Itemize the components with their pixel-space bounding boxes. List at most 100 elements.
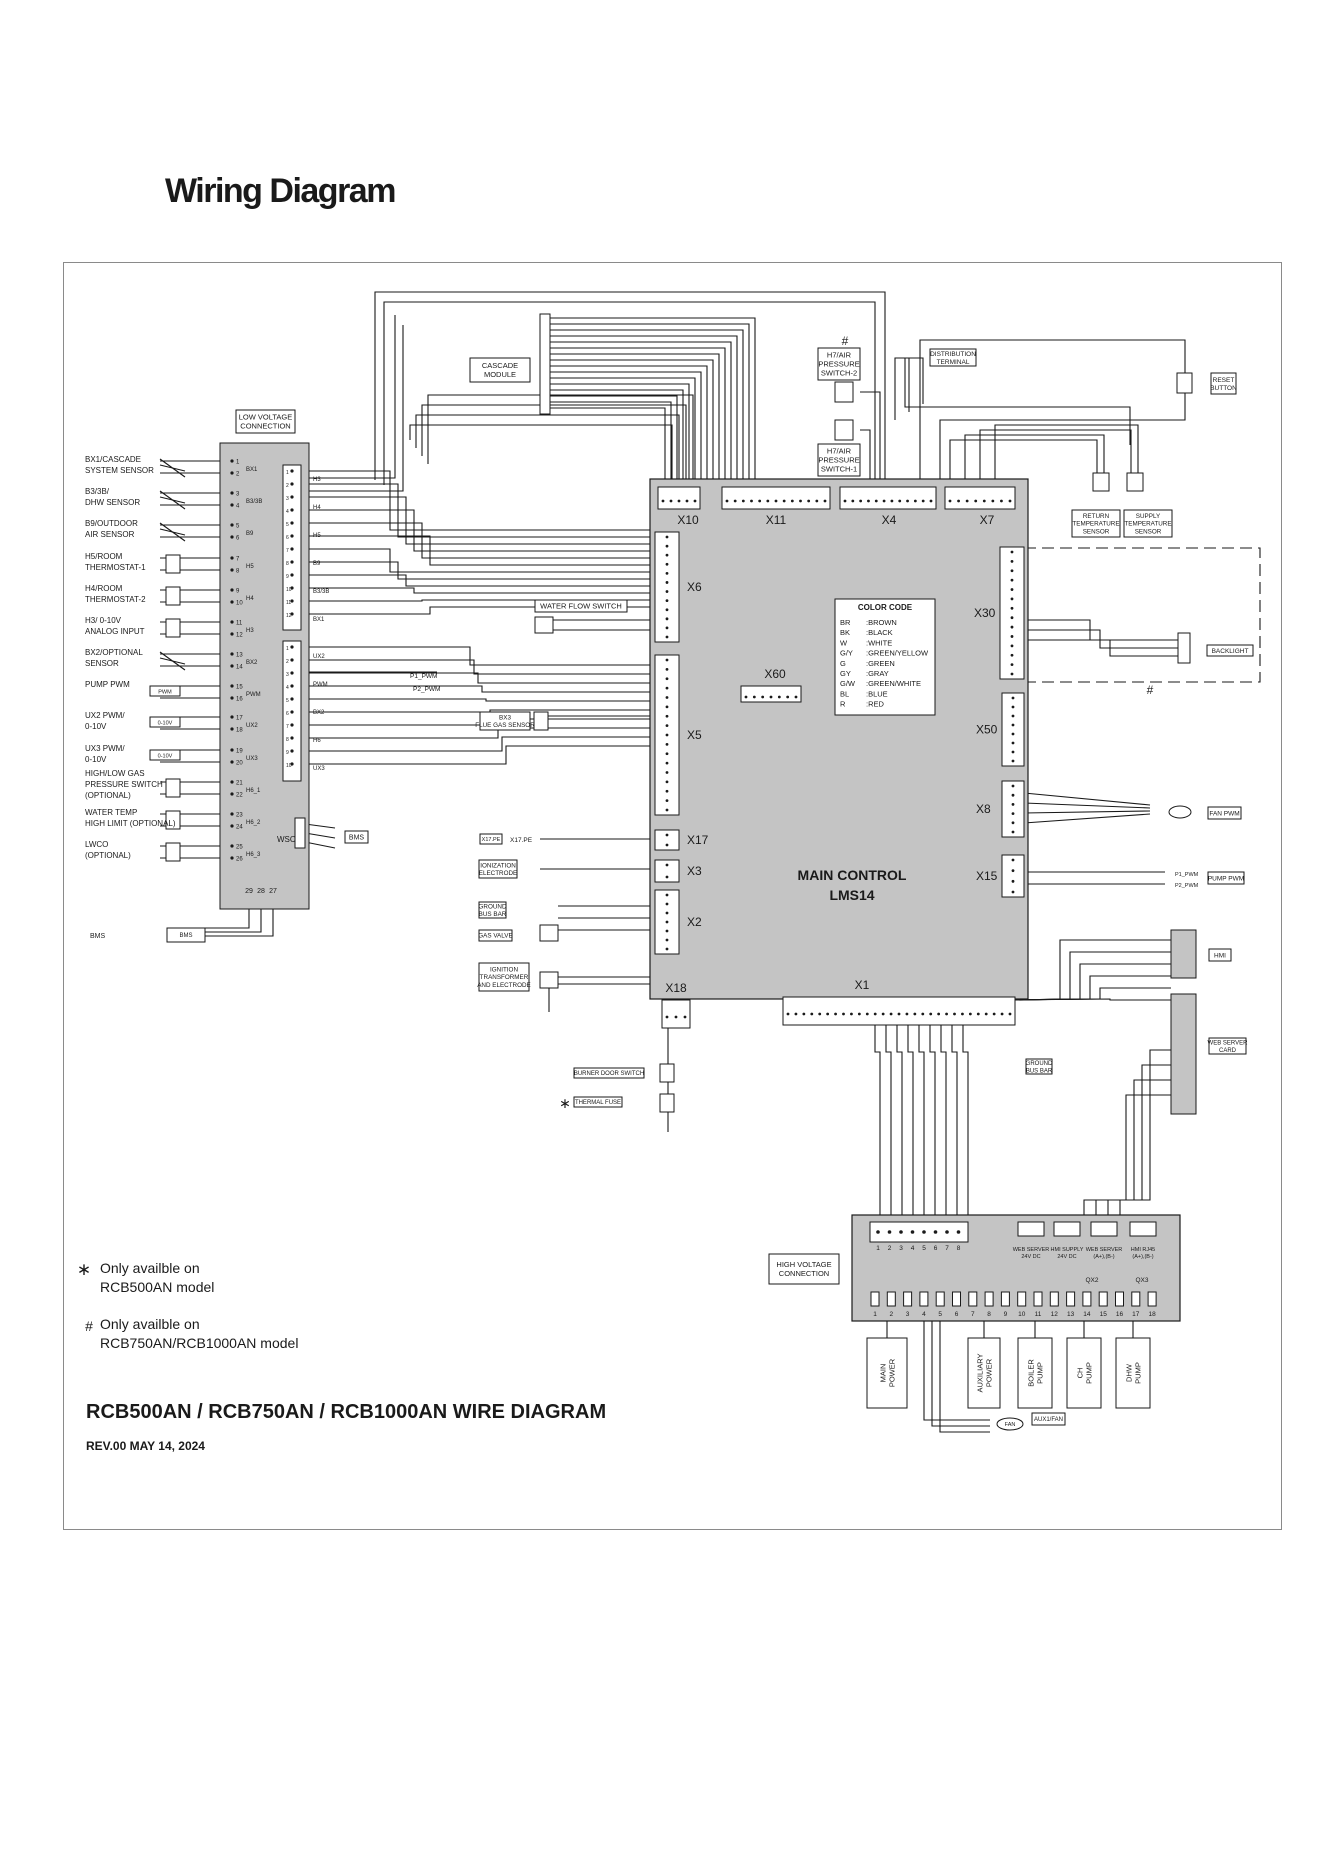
terminal-dot: [956, 1230, 961, 1234]
connector-pin: [725, 499, 729, 503]
cascade-wire: [550, 341, 732, 487]
distribution-terminal-text: DISTRIBUTION: [930, 351, 976, 358]
fan-wire: [931, 1306, 990, 1427]
terminal-dot: [290, 534, 294, 538]
connector-block-label: B3/3B: [313, 589, 329, 595]
hv-top-label: HMI SUPPLY: [1051, 1247, 1084, 1253]
terminal-strip-label: B3/3B: [246, 499, 262, 505]
terminal-number: 11: [236, 621, 243, 627]
connector-pin: [693, 499, 697, 503]
h7-switch-1-text: H7/AIR: [827, 447, 852, 456]
hv-bottom-number: 3: [906, 1311, 910, 1318]
color-code-value: :GREEN: [866, 659, 895, 668]
cascade-wire: [550, 335, 738, 487]
thermostat-symbol: [165, 554, 181, 574]
connector-block-label: BX1: [313, 617, 325, 623]
terminal-strip-label: H3: [246, 628, 254, 634]
color-code-table: [834, 598, 936, 716]
return-sensor-box: [1071, 509, 1121, 538]
terminal-number: 20: [236, 761, 243, 767]
high-voltage-header-text: CONNECTION: [779, 1269, 829, 1278]
color-code-key: R: [840, 700, 846, 709]
connector-pin-number: 2: [286, 659, 289, 665]
cascade-wire: [550, 395, 678, 487]
connector-pin: [857, 1012, 861, 1016]
star-marker: ∗: [559, 1095, 571, 1111]
x1-wire: [896, 1025, 903, 1220]
p2-pwm-label: P2_PWM: [413, 686, 440, 693]
cascade-module-box-text: MODULE: [484, 370, 516, 379]
x10-wire: [409, 424, 673, 487]
connector-pin: [665, 553, 669, 557]
distribution-terminal: [929, 348, 977, 367]
hv-top-label: (A+),(B-): [1132, 1254, 1153, 1260]
terminal-dot: [290, 560, 294, 564]
connector-pin: [741, 499, 745, 503]
sensor-label: LWCO: [85, 840, 108, 849]
distribution-terminal-text: TERMINAL: [937, 359, 970, 366]
qx2-label: QX2: [1085, 1277, 1098, 1284]
sensor-label: HIGH LIMIT (OPTIONAL): [85, 819, 176, 828]
hv-output-box: [1017, 1337, 1053, 1409]
sensor-label: SYSTEM SENSOR: [85, 466, 154, 475]
h7-switch-2-text: H7/AIR: [827, 351, 852, 360]
connector-pin: [665, 535, 669, 539]
connector-pin: [669, 499, 673, 503]
hash-note-line2: RCB750AN/RCB1000AN model: [100, 1335, 298, 1351]
connector-pin-number: 7: [286, 724, 289, 730]
connector-pin: [665, 938, 669, 942]
terminal-dot: [230, 556, 234, 560]
terminal-number: 18: [236, 728, 243, 734]
color-code-key: G: [840, 659, 846, 668]
bms-wire: [304, 823, 336, 829]
connector-label: X10: [677, 513, 699, 527]
connector-pin: [761, 695, 765, 699]
connector-pin: [677, 499, 681, 503]
connector-pin-number: 4: [286, 685, 289, 691]
connector-pin: [905, 1012, 909, 1016]
connector-pin: [769, 695, 773, 699]
terminal-strip-label: PWM: [246, 692, 261, 698]
connector-pin: [1010, 597, 1014, 601]
connector-pin: [1010, 616, 1014, 620]
hv-top-label: (A+),(B-): [1093, 1254, 1114, 1260]
hv-top-plug: [1090, 1221, 1118, 1237]
connector-pin: [733, 499, 737, 503]
h7-switch-2-symbol: [834, 381, 854, 403]
sensor-label: ANALOG INPUT: [85, 627, 145, 636]
connector-x18: [661, 999, 691, 1029]
connector-pin: [1010, 635, 1014, 638]
sensor-label: AIR SENSOR: [85, 530, 135, 539]
connector-pin-number: 6: [286, 535, 289, 541]
star-note-line1: Only availble on: [100, 1260, 200, 1276]
connector-pin: [945, 1012, 948, 1016]
connector-pin: [961, 1012, 964, 1016]
cascade-wire: [550, 401, 672, 487]
web-server-wire: [1107, 1064, 1171, 1220]
hv-output-label: DHW: [1125, 1363, 1134, 1382]
connector-pin: [1011, 803, 1015, 806]
hv-bottom-terminal: [870, 1291, 880, 1307]
sensor-label: THERMOSTAT-2: [85, 595, 146, 604]
terminal-number: 22: [236, 793, 243, 799]
connector-pin: [665, 677, 669, 681]
terminal-dot: [290, 495, 294, 499]
connector-pin: [1011, 741, 1015, 745]
hv-output-label: POWER: [888, 1358, 897, 1387]
gas-valve-symbol: [539, 924, 559, 942]
web-server-wire: [1095, 1079, 1171, 1220]
color-code-key: BL: [840, 689, 849, 698]
cascade-wire: [550, 389, 684, 487]
connector-pin-number: 9: [286, 750, 289, 756]
water-flow-switch-box-text: WATER FLOW SWITCH: [540, 602, 622, 611]
fan-wire: [923, 1306, 990, 1421]
connector-pin: [1011, 793, 1015, 797]
sensor-label: B9/OUTDOOR: [85, 519, 138, 528]
connector-pin: [665, 843, 669, 847]
connector-pin: [665, 562, 669, 566]
flue-gas-sensor-box-text: BX3: [499, 714, 511, 721]
sensor-label: BX1/CASCADE: [85, 455, 141, 464]
fan-label: FAN: [1005, 1422, 1016, 1428]
connector-pin: [665, 902, 669, 906]
ionization-electrode-box-text: IONIZATION: [480, 862, 516, 869]
